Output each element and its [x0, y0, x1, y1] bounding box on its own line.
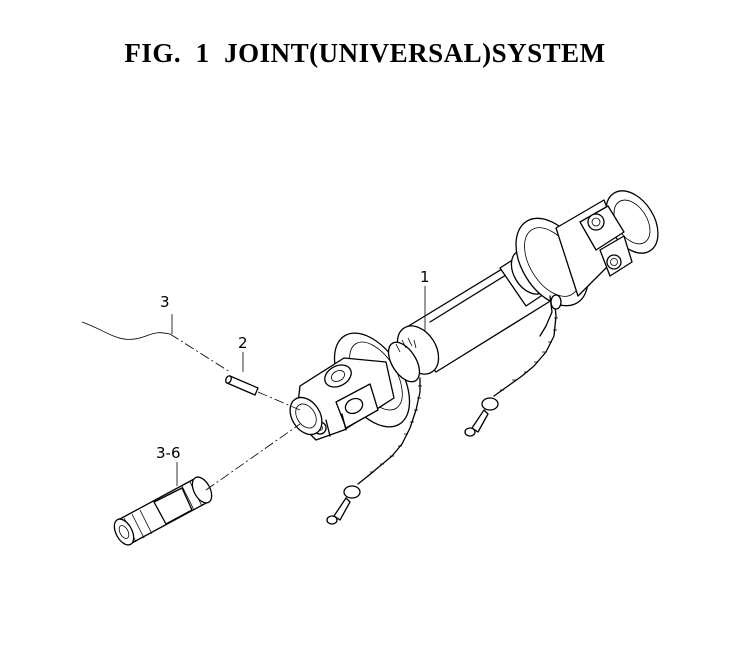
rear-yoke — [579, 190, 659, 277]
callout-part-1: 1 — [420, 268, 430, 286]
guard-chain-hook — [539, 294, 562, 337]
splined-stub-shaft — [113, 476, 213, 546]
drive-shaft-assembly — [289, 190, 659, 525]
callout-part-3: 3 — [160, 293, 170, 311]
callout-part-3-6: 3-6 — [156, 444, 181, 462]
figure-title: FIG. 1 JOINT(UNIVERSAL)SYSTEM — [124, 38, 606, 68]
pin — [225, 375, 259, 396]
front-yoke — [289, 357, 395, 441]
safety-chain-front — [326, 377, 422, 525]
leader-lines — [81, 286, 426, 491]
callout-part-2: 2 — [238, 334, 248, 352]
safety-chain-rear — [464, 295, 558, 437]
